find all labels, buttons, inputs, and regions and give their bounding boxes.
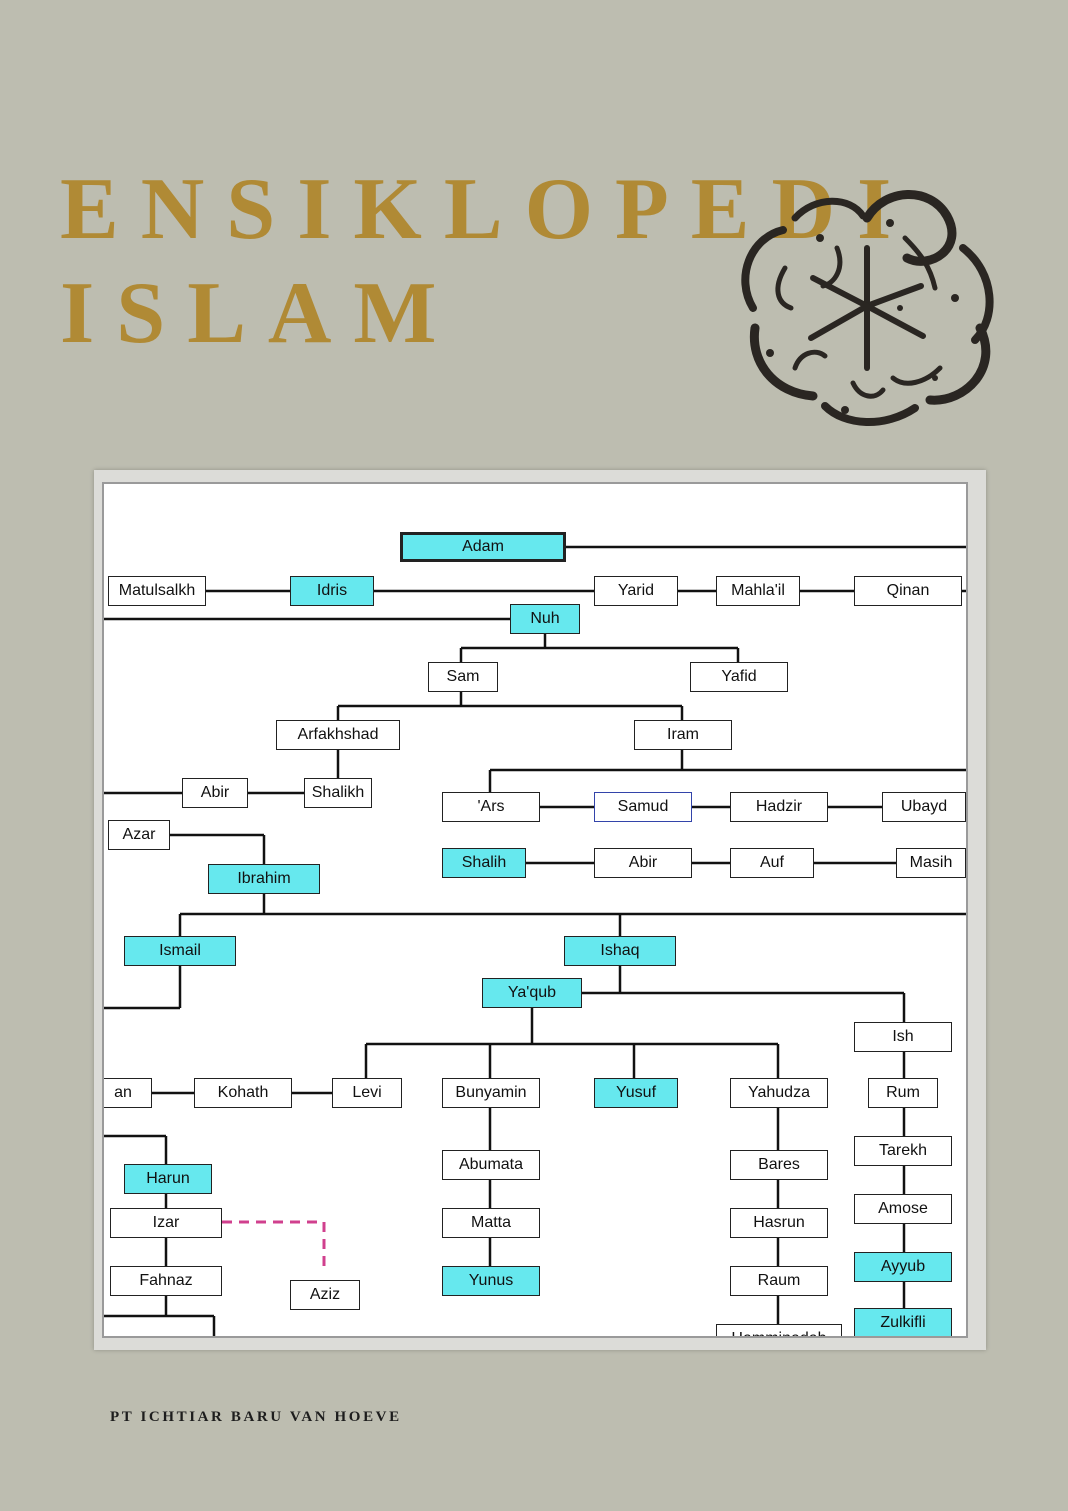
person-node-samud: Samud [594,792,692,822]
person-node-auf: Auf [730,848,814,878]
person-node-yunus: Yunus [442,1266,540,1296]
person-node-bares: Bares [730,1150,828,1180]
person-node-ismail: Ismail [124,936,236,966]
person-node-adam: Adam [400,532,566,562]
person-node-sam: Sam [428,662,498,692]
publisher-name: PT ICHTIAR BARU VAN HOEVE [110,1409,402,1425]
person-node-aziz: Aziz [290,1280,360,1310]
person-node-ubayd: Ubayd [882,792,966,822]
person-node-qinan: Qinan [854,576,962,606]
person-node-amose: Amose [854,1194,952,1224]
person-node-matta: Matta [442,1208,540,1238]
person-node-iram: Iram [634,720,732,750]
person-node-yahudza: Yahudza [730,1078,828,1108]
person-node-zulkifli: Zulkifli [854,1308,952,1336]
genealogy-connectors [104,545,966,1336]
cover-title-line1: ENSIKLOPEDI [60,161,914,258]
person-node-nuh: Nuh [510,604,580,634]
person-node-abir1: Abir [182,778,248,808]
person-node-harun: Harun [124,1164,212,1194]
person-node-yafid: Yafid [690,662,788,692]
person-node-arfakhshad: Arfakhshad [276,720,400,750]
person-node-levi: Levi [332,1078,402,1108]
person-node-ibrahim: Ibrahim [208,864,320,894]
person-node-kohath: Kohath [194,1078,292,1108]
person-node-abumata: Abumata [442,1150,540,1180]
person-node-hasrun: Hasrun [730,1208,828,1238]
person-node-azar: Azar [108,820,170,850]
person-node-matulsalkh: Matulsalkh [108,576,206,606]
person-node-yusuf: Yusuf [594,1078,678,1108]
person-node-yaqub: Ya'qub [482,978,582,1008]
person-node-abir2: Abir [594,848,692,878]
person-node-mahlail: Mahla'il [716,576,800,606]
person-node-shalikh: Shalikh [304,778,372,808]
person-node-ars: 'Ars [442,792,540,822]
person-node-cut: Hamminadab [716,1324,842,1336]
cover-title-line2: ISLAM [60,265,459,362]
person-node-idris: Idris [290,576,374,606]
person-node-izar: Izar [110,1208,222,1238]
person-node-shalih: Shalih [442,848,526,878]
person-node-raum: Raum [730,1266,828,1296]
person-node-ishaq: Ishaq [564,936,676,966]
person-node-masih: Masih [896,848,966,878]
arabic-calligraphy-icon [741,190,994,427]
person-node-ish: Ish [854,1022,952,1052]
dashed-connector [222,1220,326,1270]
person-node-ayyub: Ayyub [854,1252,952,1282]
person-node-fahnaz: Fahnaz [110,1266,222,1296]
person-node-bunyamin: Bunyamin [442,1078,540,1108]
person-node-hadzir: Hadzir [730,792,828,822]
person-node-yarid: Yarid [594,576,678,606]
person-node-an: an [104,1078,152,1108]
person-node-tarekh: Tarekh [854,1136,952,1166]
person-node-rum: Rum [868,1078,938,1108]
